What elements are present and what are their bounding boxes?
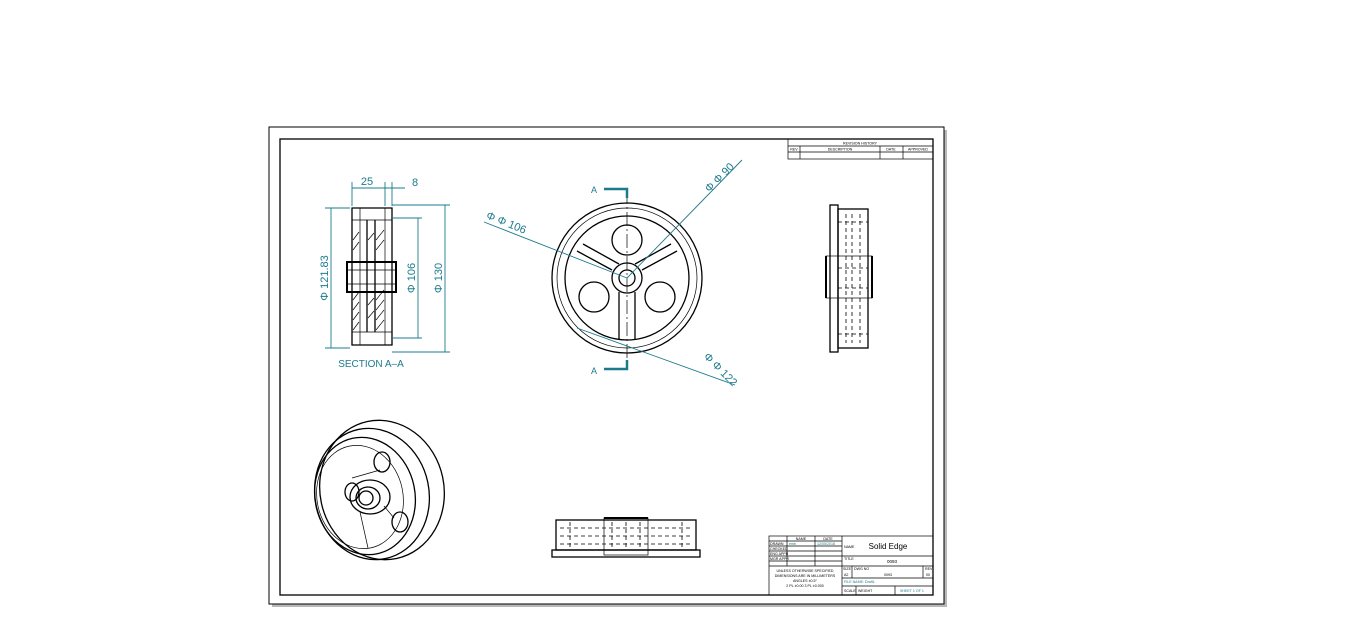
side-view bbox=[825, 204, 873, 353]
hub-section bbox=[346, 261, 397, 293]
drawing-border bbox=[279, 138, 934, 596]
tb-drawn-name: emb bbox=[789, 542, 796, 546]
tb-note-2: DIMENSIONS ARE IN MILLIMETERS bbox=[775, 574, 836, 578]
tb-size-value: A2 bbox=[844, 573, 848, 577]
tb-note-4: 2 PL ±0.00 3 PL ±0.000 bbox=[786, 584, 823, 588]
tb-row-mgr: MGR APPR bbox=[770, 557, 789, 561]
tb-drawn-date: 12/05/2018 bbox=[817, 542, 835, 546]
tb-date-header: DATE bbox=[823, 537, 833, 541]
tb-weight-label: WEIGHT bbox=[858, 589, 873, 593]
lightening-hole-right bbox=[644, 281, 676, 313]
revision-title: REVISION HISTORY bbox=[843, 142, 878, 146]
tb-company-field: NAME bbox=[844, 545, 855, 549]
revision-block: REVISION HISTORY REV DESCRIPTION DATE AP… bbox=[787, 138, 934, 160]
tb-rev-value: 00 bbox=[926, 573, 930, 577]
dim-dia-106: Φ 106 bbox=[406, 263, 418, 293]
tb-file-name: FILE NAME: Draft1 bbox=[844, 580, 875, 584]
tb-row-eng: ENG APPR bbox=[770, 552, 789, 556]
tb-size-label: SIZE bbox=[843, 567, 852, 571]
isometric-view bbox=[313, 419, 446, 561]
tb-rev-label: REV bbox=[925, 567, 933, 571]
section-label: SECTION A–A bbox=[338, 359, 404, 370]
dim-dia-121: Φ 121.83 bbox=[319, 255, 331, 300]
dim-width-8: 8 bbox=[412, 177, 418, 189]
section-mark-top: A bbox=[591, 185, 597, 195]
tb-row-drawn: DRAWN bbox=[770, 542, 784, 546]
lightening-hole-left bbox=[578, 281, 610, 313]
section-mark-bottom: A bbox=[591, 366, 597, 376]
tb-note-1: UNLESS OTHERWISE SPECIFIED bbox=[776, 569, 833, 573]
section-view: 25 8 Φ 121.83 Φ 106 Φ 130 SECTION A–A bbox=[319, 176, 450, 370]
tb-title-value: 0093 bbox=[887, 559, 898, 564]
tb-name-header: NAME bbox=[796, 537, 807, 541]
rev-header: REV bbox=[790, 148, 798, 152]
dim-dia-130: Φ 130 bbox=[433, 263, 445, 293]
paper bbox=[268, 126, 945, 605]
description-header: DESCRIPTION bbox=[828, 148, 853, 152]
bottom-view bbox=[551, 517, 701, 558]
tb-scale-label: SCALE bbox=[844, 589, 856, 593]
approved-header: APPROVED bbox=[908, 148, 928, 152]
tb-title-field: TITLE bbox=[844, 557, 854, 561]
tb-row-checked: CHECKED bbox=[770, 547, 788, 551]
tb-sheet: SHEET 1 OF 1 bbox=[900, 589, 924, 593]
tb-dwg-value: 0093 bbox=[884, 573, 892, 577]
tb-company: Solid Edge bbox=[869, 542, 908, 551]
tb-dwg-label: DWG NO bbox=[854, 567, 869, 571]
tb-note-3: ANGLES ±0.5° bbox=[793, 579, 818, 583]
section-hatch bbox=[352, 229, 385, 331]
date-header: DATE bbox=[886, 148, 896, 152]
dim-width-25: 25 bbox=[361, 176, 373, 188]
title-block: NAME DATE DRAWN CHECKED ENG APPR MGR APP… bbox=[768, 535, 934, 596]
